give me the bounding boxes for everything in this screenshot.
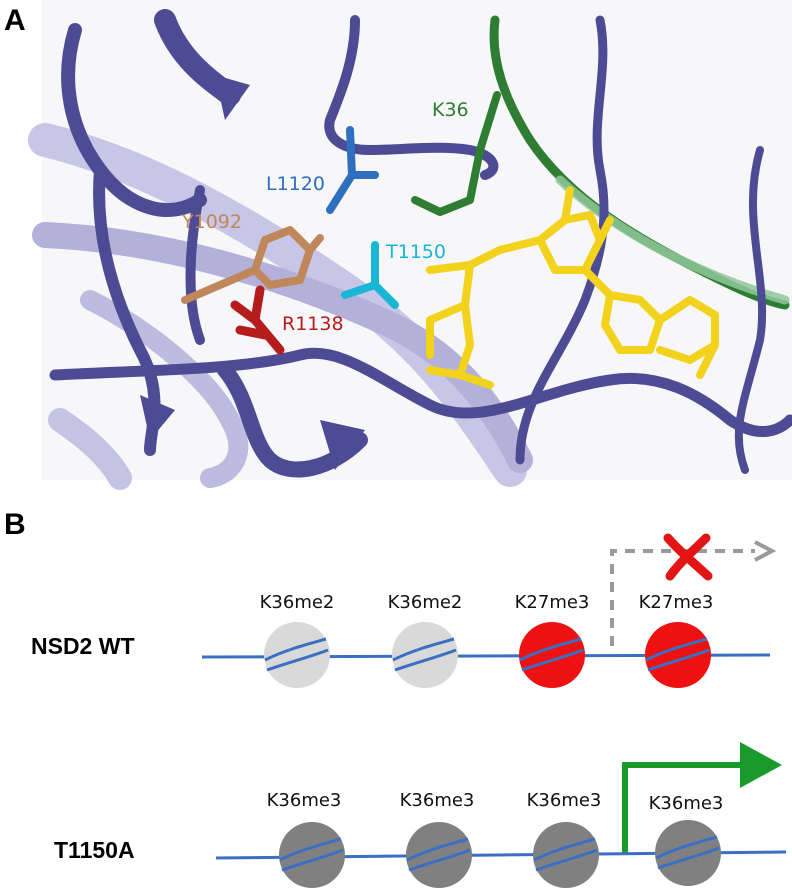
mutant-mark-4: K36me3 [649, 793, 724, 814]
wt-mark-3: K27me3 [515, 592, 590, 613]
wt-nucleosome-4 [645, 622, 711, 688]
mutant-nucleosome-4 [655, 820, 721, 886]
l1120-stick [326, 126, 379, 214]
label-k36: K36 [432, 99, 469, 121]
backbone-loop-2 [185, 185, 205, 345]
beta-sheet-light-2 [32, 222, 533, 473]
peptide-chain-faded [555, 175, 790, 305]
wt-label: NSD2 WT [31, 633, 135, 659]
blocked-arrowhead [754, 540, 777, 562]
mutant-nucleosome-1 [279, 822, 345, 888]
wt-nucleosome-2 [392, 622, 458, 688]
blocked-x-icon [663, 533, 713, 581]
y1092-stick [181, 226, 324, 304]
wt-row: NSD2 WT [31, 533, 777, 688]
mutant-row: T1150A K36me3 K36me3 K [54, 742, 787, 888]
panel-a-letter: A [4, 4, 26, 37]
wt-nucleosome-3 [519, 622, 585, 688]
backbone-ribbon-3 [217, 362, 368, 478]
mutant-mark-1: K36me3 [267, 790, 342, 811]
blocked-transcription-arrow [610, 549, 755, 646]
structure-render [28, 0, 792, 490]
wt-nucleosome-1 [264, 622, 330, 688]
r1138-stick [230, 285, 285, 355]
label-r1138: R1138 [282, 313, 344, 335]
label-l1120: L1120 [266, 173, 325, 195]
label-t1150: T1150 [385, 241, 446, 263]
wt-mark-2: K36me2 [388, 592, 463, 613]
sam-ligand [426, 186, 719, 389]
wt-mark-4: K27me3 [639, 592, 714, 613]
panel-b: B NSD2 WT [4, 508, 787, 888]
backbone-loop-6 [734, 146, 767, 474]
wt-mark-1: K36me2 [260, 592, 335, 613]
strand-arrowhead-2 [140, 395, 175, 440]
mutant-nucleosome-2 [406, 822, 472, 888]
t1150-stick [341, 241, 399, 309]
mutant-nucleosome-3 [533, 822, 599, 888]
mutant-label: T1150A [54, 837, 135, 863]
panel-a: A [4, 0, 792, 490]
mutant-mark-2: K36me3 [400, 790, 475, 811]
strand-arrowhead-1 [215, 75, 250, 120]
strand-arrowhead-3 [320, 420, 365, 470]
panel-b-letter: B [4, 508, 26, 541]
active-arrowhead [740, 742, 782, 788]
active-transcription-arrow [622, 762, 745, 855]
beta-sheet-light-4 [48, 408, 132, 490]
beta-sheet-light-3 [80, 290, 249, 488]
k36-stick [411, 91, 501, 216]
label-y1092: Y1092 [181, 211, 242, 233]
mutant-mark-3: K36me3 [527, 790, 602, 811]
backbone-loop-3 [49, 347, 792, 438]
